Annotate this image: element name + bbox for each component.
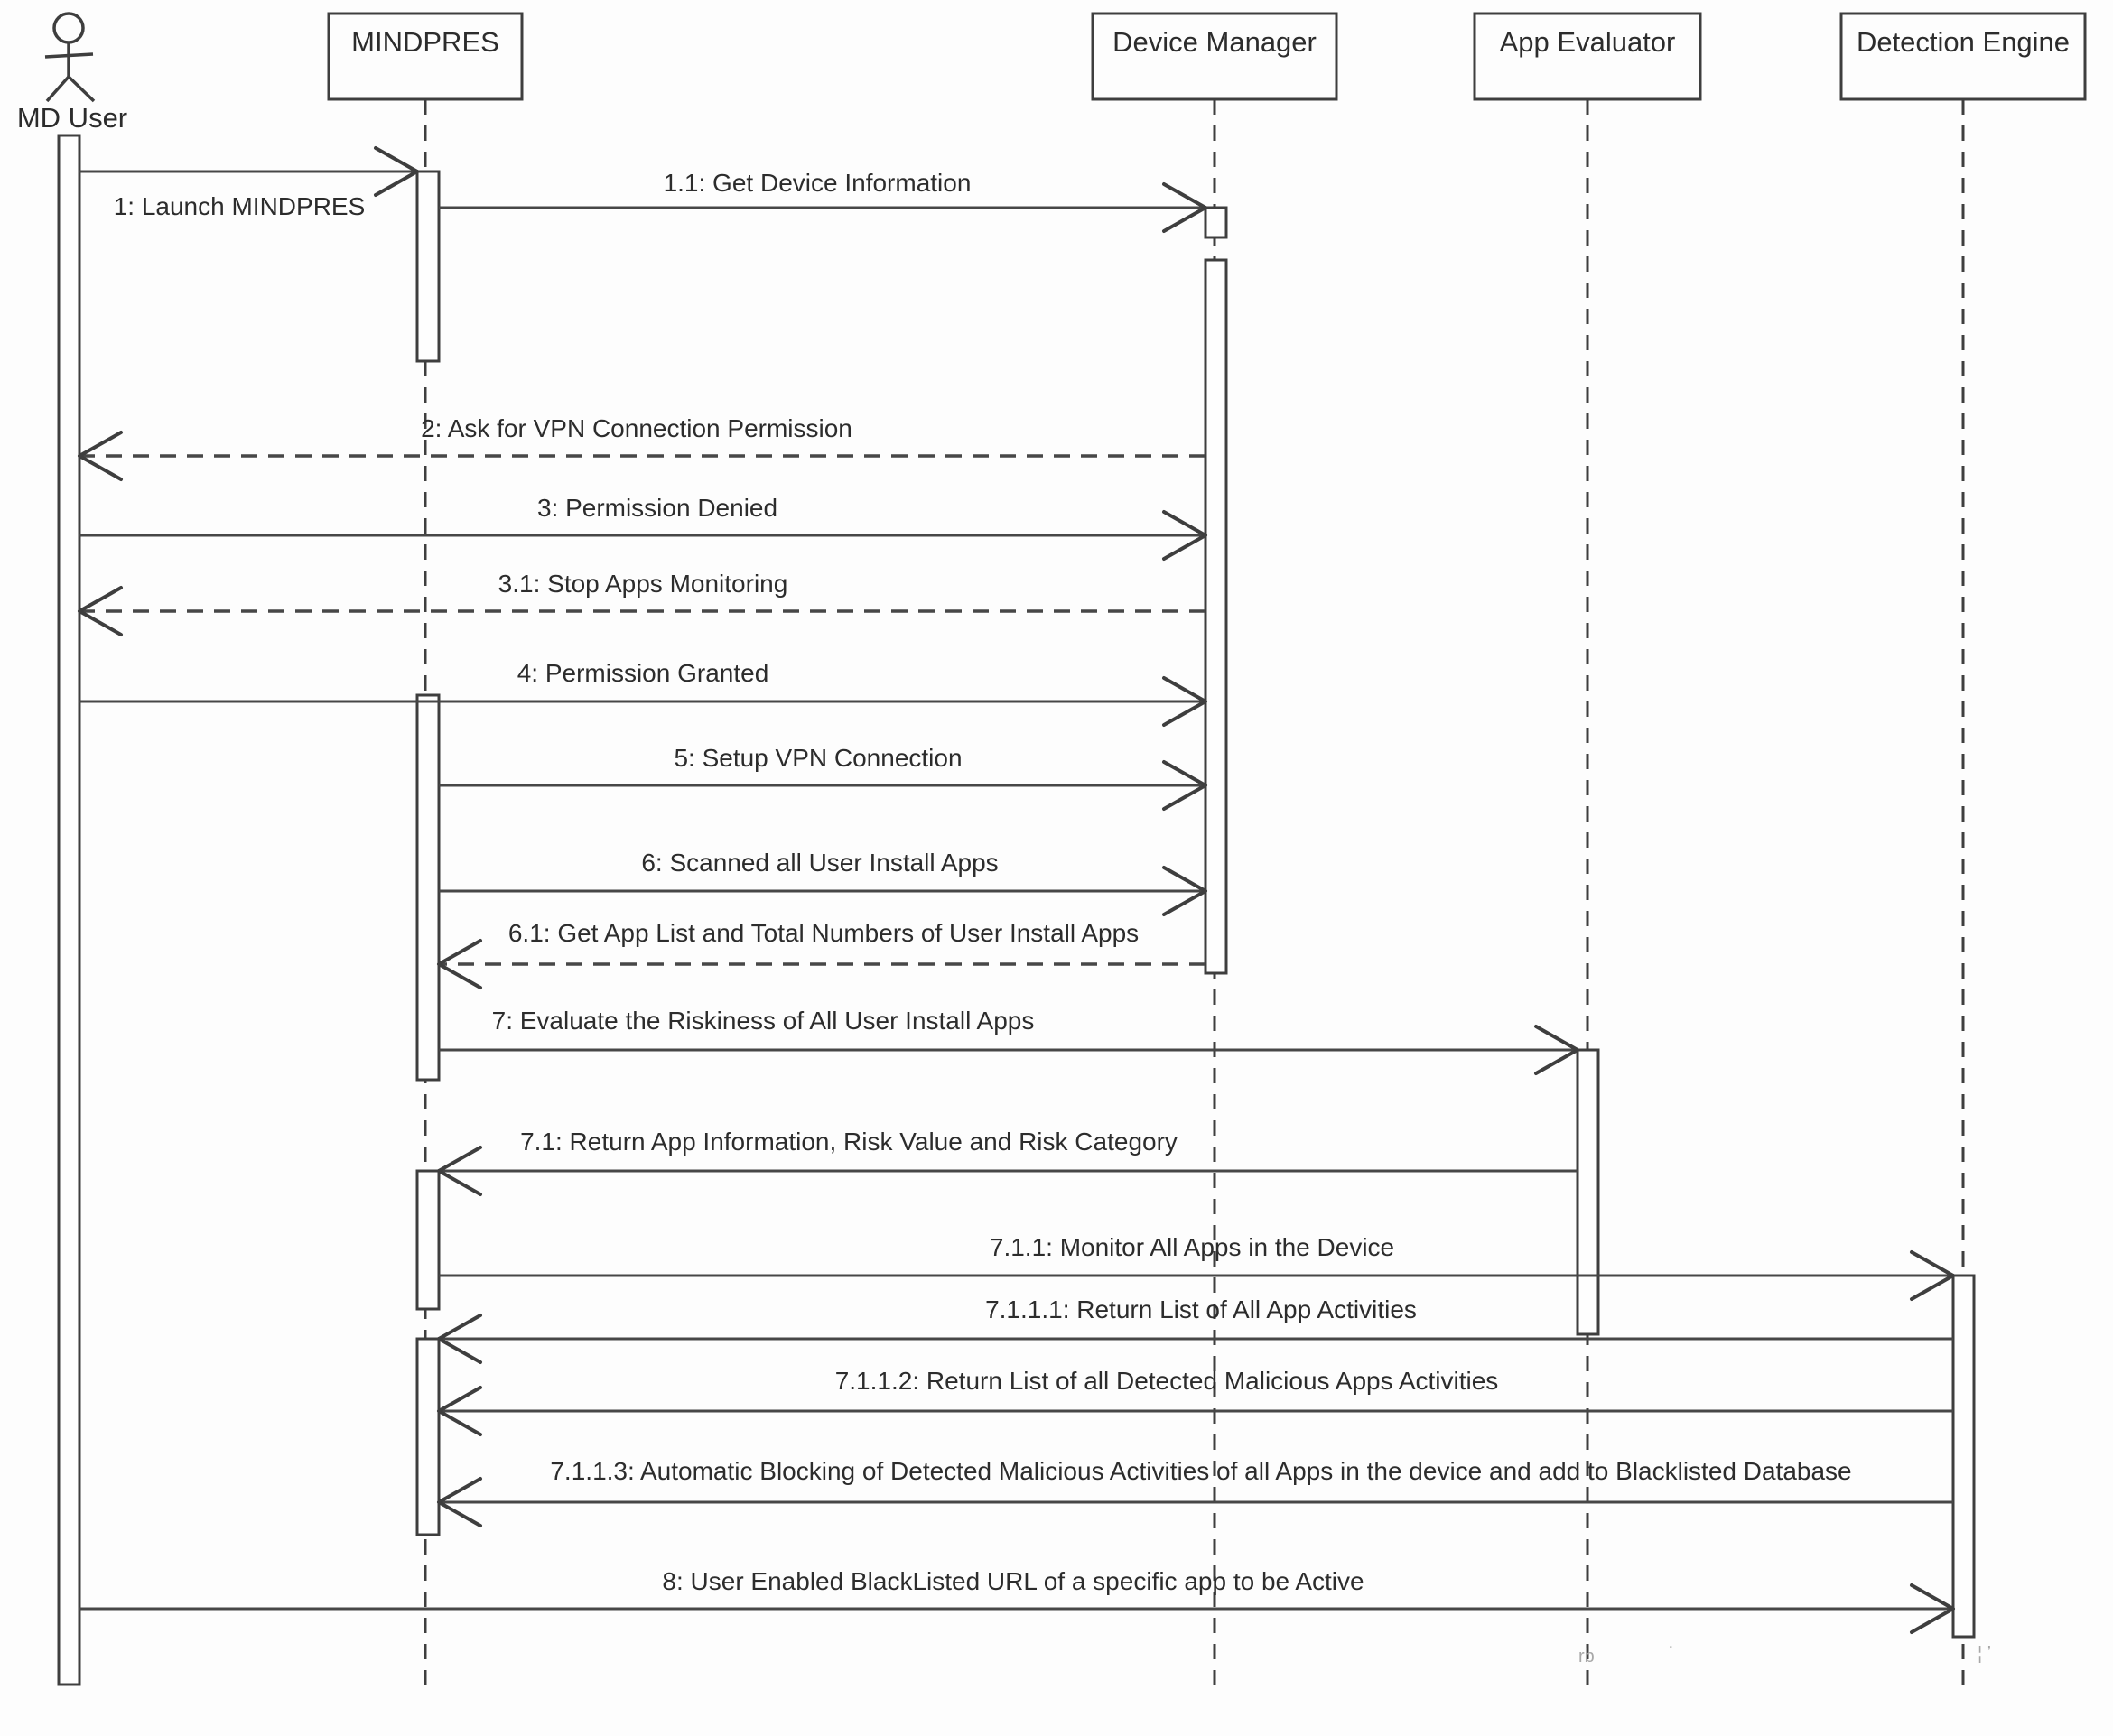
message-label: 2: Ask for VPN Connection Permission <box>421 414 852 442</box>
arrowhead-icon <box>1162 760 1207 811</box>
activation-bar-mindpres <box>415 1337 441 1536</box>
actor-leg-right-icon <box>67 75 96 103</box>
arrowhead-icon <box>1910 1583 1955 1634</box>
activation-bar-mindpres <box>415 693 441 1082</box>
lifeline-box-mindpres <box>327 12 524 101</box>
message-label: 3.1: Stop Apps Monitoring <box>498 570 788 598</box>
message-label: 7: Evaluate the Riskiness of All User In… <box>492 1007 1035 1035</box>
actor-label: MD User <box>17 102 127 134</box>
activation-bar-mindpres <box>415 170 441 363</box>
activation-bar-appeval <box>1576 1048 1600 1336</box>
arrowhead-icon <box>437 1477 482 1527</box>
activation-bar-detect <box>1951 1274 1976 1639</box>
arrowhead-icon <box>374 146 419 197</box>
message-label: 3: Permission Denied <box>537 494 777 522</box>
actor-arms-icon <box>44 52 94 59</box>
lifeline-title-devmgr: Device Manager <box>1112 26 1317 58</box>
message-label: 1.1: Get Device Information <box>664 169 972 197</box>
activation-bar-devmgr <box>1204 206 1228 239</box>
lifeline-box-devmgr <box>1091 12 1338 101</box>
arrowhead-icon <box>1910 1250 1955 1301</box>
message-label: 7.1.1.1: Return List of All App Activiti… <box>985 1295 1417 1323</box>
message-label: 8: User Enabled BlackListed URL of a spe… <box>662 1567 1364 1595</box>
scan-artifact: ¦ ʼ <box>1978 1644 1991 1664</box>
message-label: 7.1.1.3: Automatic Blocking of Detected … <box>550 1457 1851 1485</box>
lifeline-title-appeval: App Evaluator <box>1500 26 1676 58</box>
message-label: 7.1.1: Monitor All Apps in the Device <box>990 1233 1394 1261</box>
arrowhead-icon <box>1162 866 1207 916</box>
arrowhead-icon <box>1162 510 1207 561</box>
message-label: 6: Scanned all User Install Apps <box>641 849 998 877</box>
arrowhead-icon <box>78 586 123 636</box>
message-label: 4: Permission Granted <box>517 659 769 687</box>
message-label: 5: Setup VPN Connection <box>674 744 962 772</box>
lifeline-box-detect <box>1839 12 2087 101</box>
arrowhead-icon <box>1162 676 1207 727</box>
actor-head-icon <box>52 12 85 44</box>
activation-bar-mindpres <box>415 1169 441 1311</box>
message-label: 6.1: Get App List and Total Numbers of U… <box>508 919 1139 947</box>
lifeline-title-detect: Detection Engine <box>1857 26 2070 58</box>
message-label: 7.1: Return App Information, Risk Value … <box>520 1128 1178 1156</box>
arrowhead-icon <box>1534 1025 1579 1075</box>
arrowhead-icon <box>437 939 482 989</box>
arrowhead-icon <box>1162 182 1207 233</box>
actor-lifeline-bar <box>57 134 81 1686</box>
arrowhead-icon <box>78 431 123 481</box>
lifeline-title-mindpres: MINDPRES <box>351 26 499 58</box>
actor-leg-left-icon <box>45 75 70 103</box>
arrowhead-icon <box>437 1146 482 1196</box>
activation-bar-devmgr <box>1204 258 1228 975</box>
message-label: 1: Launch MINDPRES <box>114 192 366 220</box>
lifeline-box-appeval <box>1473 12 1702 101</box>
scan-artifact: · <box>1668 1637 1674 1657</box>
scan-artifact: rb <box>1578 1647 1595 1666</box>
message-label: 7.1.1.2: Return List of all Detected Mal… <box>835 1367 1499 1395</box>
arrowhead-icon <box>437 1314 482 1364</box>
arrowhead-icon <box>437 1386 482 1436</box>
